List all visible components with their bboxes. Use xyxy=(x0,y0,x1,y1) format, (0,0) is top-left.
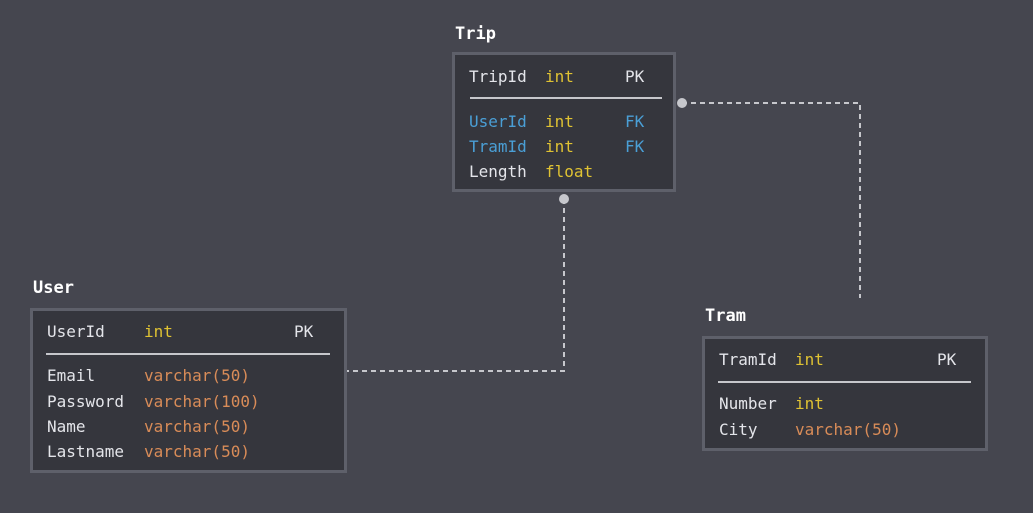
connector-trip-tram xyxy=(682,102,861,298)
user-table[interactable]: UserId int PK Email varchar(50) Password… xyxy=(30,308,347,473)
field-name: UserId xyxy=(469,112,527,131)
trip-pk-row: TripId int PK xyxy=(469,65,669,89)
field-type: float xyxy=(545,162,594,181)
user-field-row: Lastname varchar(50) xyxy=(47,440,337,464)
field-type: int xyxy=(545,112,574,131)
field-type: int xyxy=(795,394,824,413)
field-type: int xyxy=(545,137,574,156)
tram-table-title: Tram xyxy=(705,306,746,326)
field-key: PK xyxy=(294,322,314,341)
user-field-row: Password varchar(100) xyxy=(47,390,337,414)
field-type: varchar(50) xyxy=(144,417,250,436)
user-field-row: Email varchar(50) xyxy=(47,364,337,388)
user-field-row: Name varchar(50) xyxy=(47,415,337,439)
field-name: Name xyxy=(47,417,86,436)
field-name: Length xyxy=(469,162,527,181)
field-name: City xyxy=(719,420,758,439)
connector-endpoint-trip-tram xyxy=(677,98,687,108)
connector-endpoint-trip-user xyxy=(559,194,569,204)
tram-pk-divider xyxy=(718,381,971,383)
field-name: TramId xyxy=(719,350,777,369)
trip-table-title: Trip xyxy=(455,24,496,44)
field-name: UserId xyxy=(47,322,105,341)
field-key: FK xyxy=(625,112,645,131)
field-type: varchar(100) xyxy=(144,392,260,411)
trip-pk-divider xyxy=(470,97,662,99)
field-type: int xyxy=(545,67,574,86)
field-name: TripId xyxy=(469,67,527,86)
tram-pk-row: TramId int PK xyxy=(719,348,981,372)
field-name: Password xyxy=(47,392,125,411)
field-type: int xyxy=(144,322,173,341)
connector-trip-user xyxy=(347,199,565,372)
field-type: varchar(50) xyxy=(144,366,250,385)
trip-field-row: Length float xyxy=(469,160,669,184)
user-pk-row: UserId int PK xyxy=(47,320,337,344)
field-name: Lastname xyxy=(47,442,125,461)
field-key: PK xyxy=(625,67,645,86)
field-name: Number xyxy=(719,394,777,413)
field-type: int xyxy=(795,350,824,369)
trip-field-row: UserId int FK xyxy=(469,110,669,134)
trip-field-row: TramId int FK xyxy=(469,135,669,159)
field-type: varchar(50) xyxy=(144,442,250,461)
field-type: varchar(50) xyxy=(795,420,901,439)
tram-field-row: Number int xyxy=(719,392,981,416)
field-key: PK xyxy=(937,350,957,369)
field-key: FK xyxy=(625,137,645,156)
user-pk-divider xyxy=(46,353,330,355)
trip-table[interactable]: TripId int PK UserId int FK TramId int F… xyxy=(452,52,676,192)
tram-table[interactable]: TramId int PK Number int City varchar(50… xyxy=(702,336,988,451)
field-name: TramId xyxy=(469,137,527,156)
tram-field-row: City varchar(50) xyxy=(719,418,981,442)
field-name: Email xyxy=(47,366,96,385)
user-table-title: User xyxy=(33,278,74,298)
